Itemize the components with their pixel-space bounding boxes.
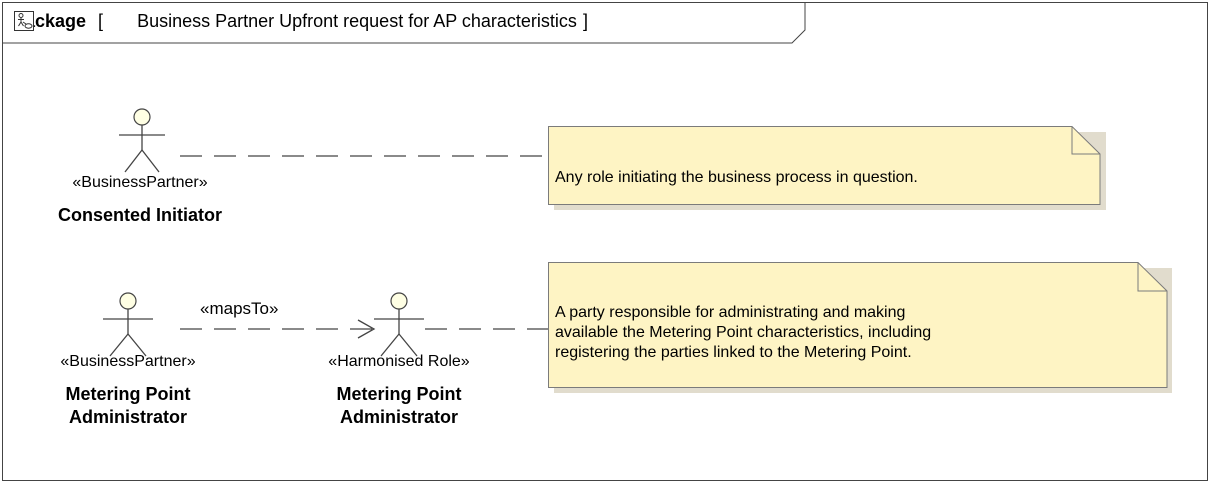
note-text: Any role initiating the business process… <box>555 169 918 186</box>
actor-stereotype: «BusinessPartner» <box>60 353 196 370</box>
note-text-line: A party responsible for administrating a… <box>555 304 906 321</box>
actor-name: Metering Point Administrator <box>274 383 524 429</box>
actor-stereotype: «Harmonised Role» <box>328 353 470 370</box>
actor-name: Consented Initiator <box>57 205 222 225</box>
actor-stereotype: «BusinessPartner» <box>72 174 208 191</box>
actor-icon[interactable] <box>372 292 426 360</box>
actor-name: Metering Point Administrator <box>3 383 253 429</box>
actor-name-line: Metering Point <box>336 384 462 404</box>
maps-to-label: «mapsTo» <box>200 299 279 318</box>
note[interactable]: A party responsible for administrating a… <box>548 262 1174 393</box>
note-shape <box>548 126 1106 210</box>
note-text-line: available the Metering Point characteris… <box>555 324 932 341</box>
note-shape <box>548 262 1172 393</box>
note-text: A party responsible for administrating a… <box>555 303 1155 363</box>
actor-name-line: Administrator <box>339 407 458 427</box>
maps-to-arrowhead <box>357 319 376 339</box>
actor-name-line: Metering Point <box>65 384 191 404</box>
actor-name-line: Administrator <box>68 407 187 427</box>
note[interactable]: Any role initiating the business process… <box>548 126 1108 210</box>
diagram-icon <box>14 11 129 32</box>
close-bracket: ] <box>582 11 588 31</box>
actor-icon[interactable] <box>101 292 155 360</box>
note-text-line: registering the parties linked to the Me… <box>555 344 912 361</box>
package-tab-outline <box>2 2 806 44</box>
open-bracket: [ <box>98 11 104 31</box>
actor-icon[interactable] <box>117 108 167 176</box>
diagram-title: Business Partner Upfront request for AP … <box>137 11 577 31</box>
